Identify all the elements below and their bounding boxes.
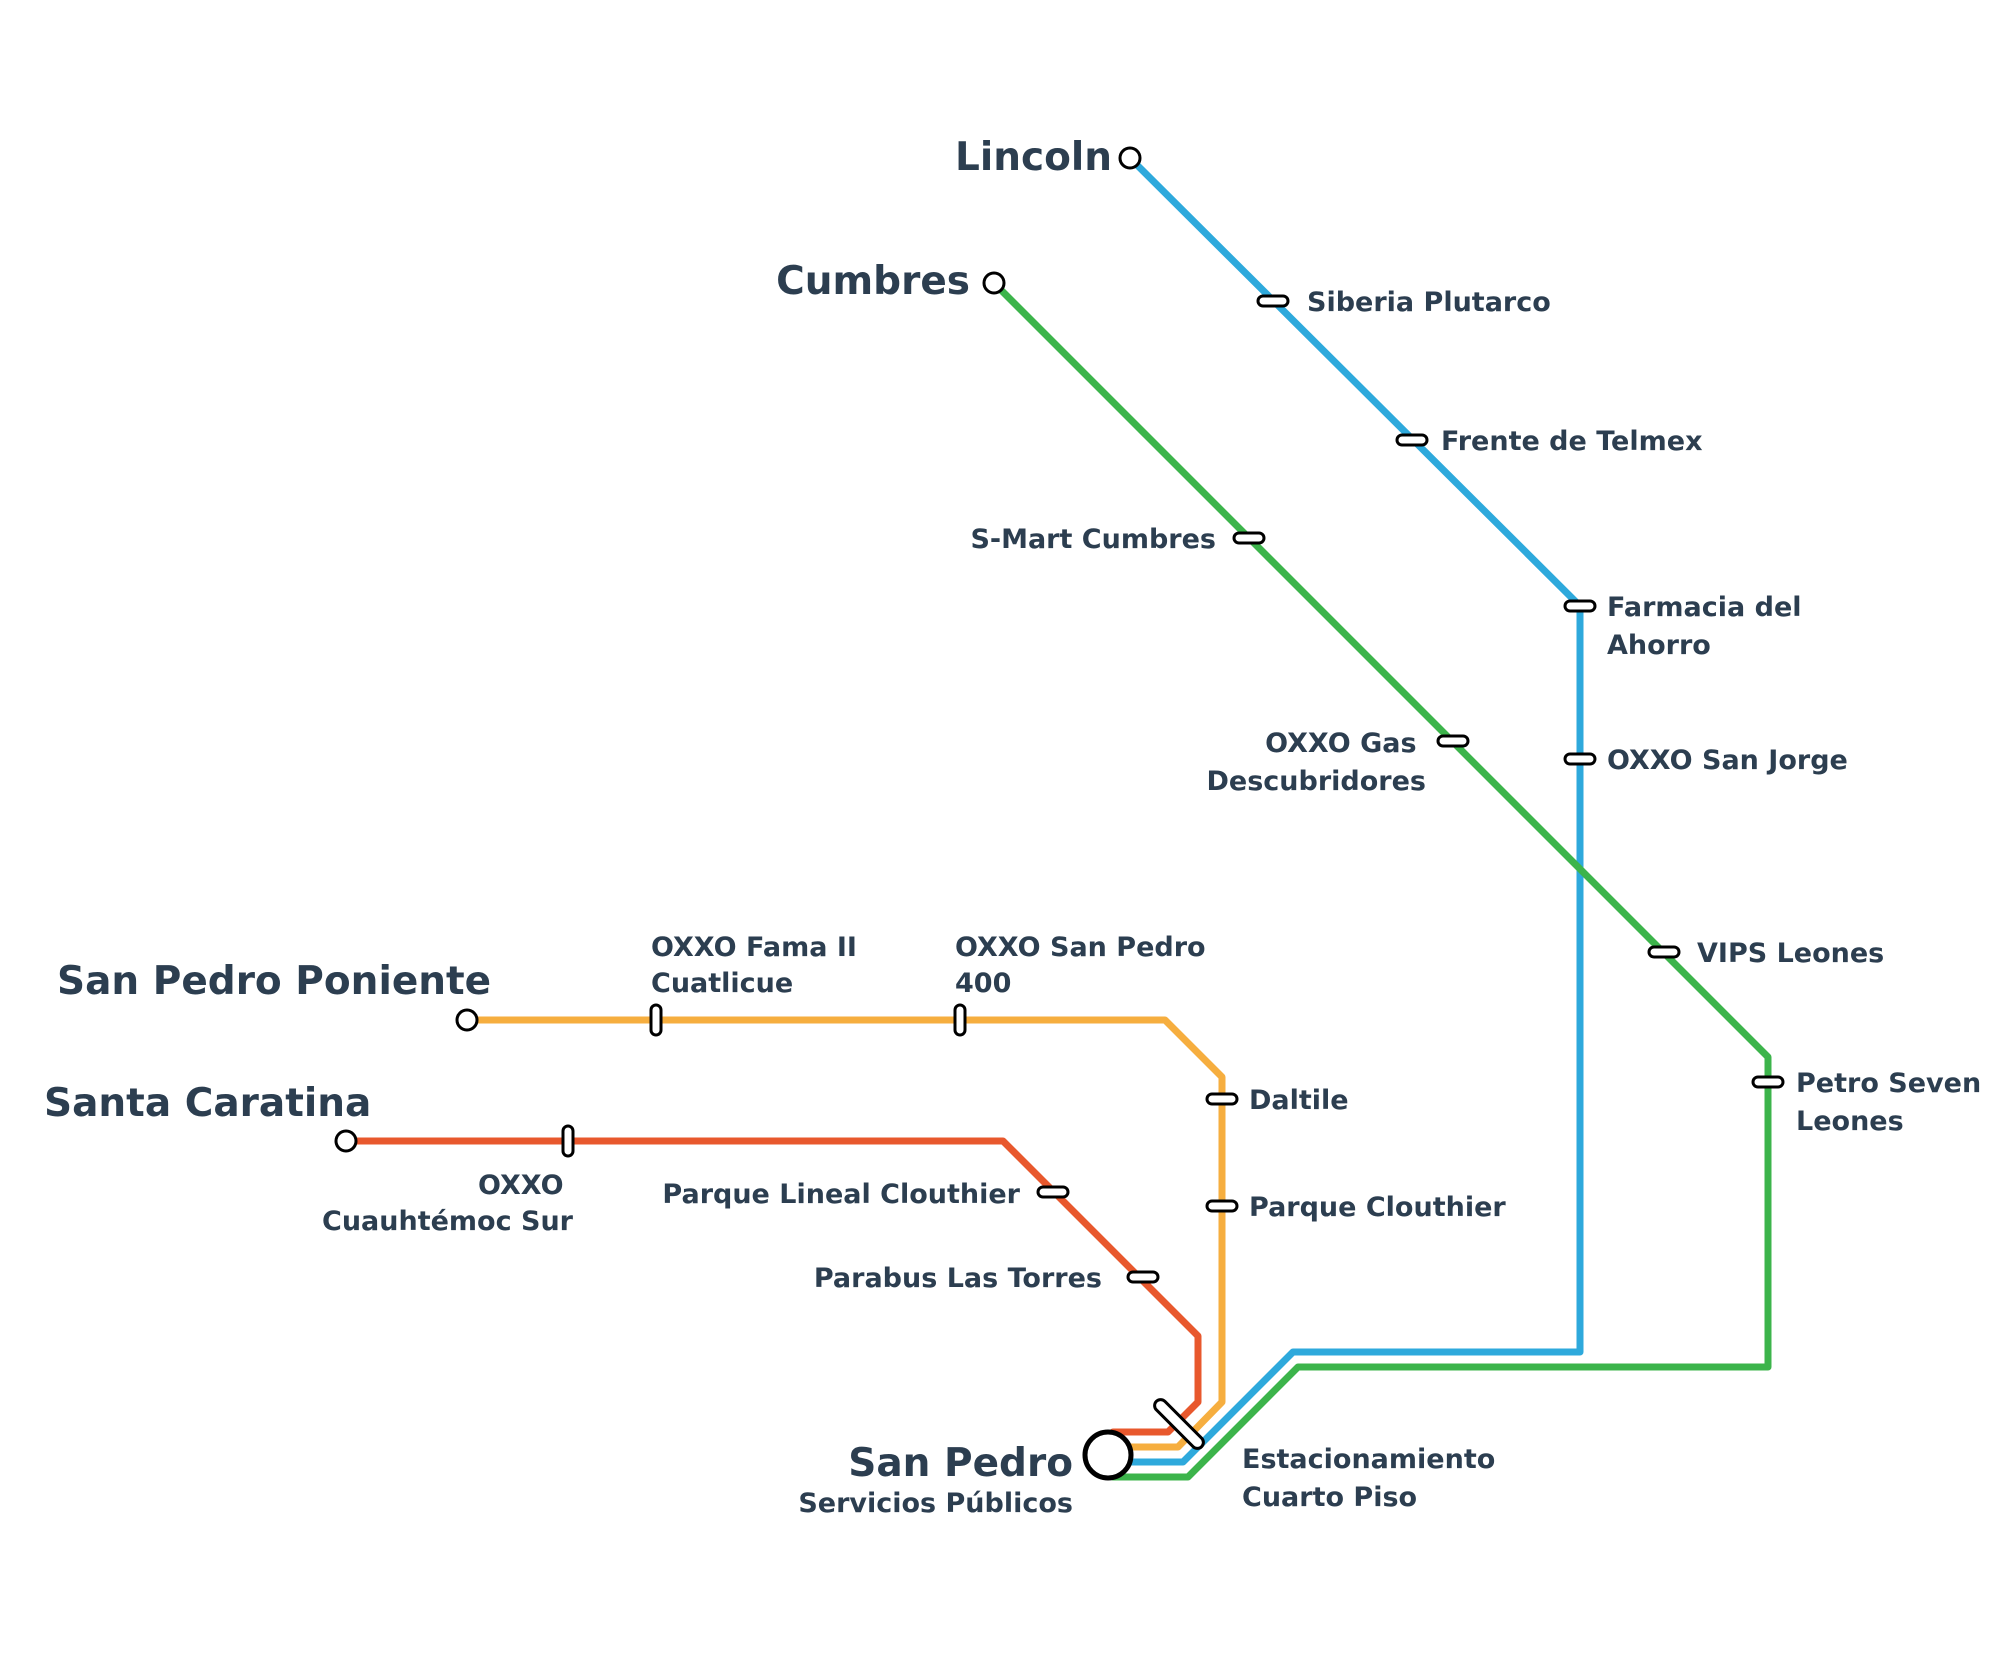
station-label-vips-leones: VIPS Leones xyxy=(1697,938,1884,969)
station-tick-oxxo-gas xyxy=(1436,734,1470,748)
station-label-s-mart-cumbres: S-Mart Cumbres xyxy=(970,524,1216,555)
station-tick-farmacia-ahorro xyxy=(1563,599,1597,613)
station-tick-oxxo-san-pedro xyxy=(953,1003,967,1037)
station-label-parque-lineal: Parque Lineal Clouthier xyxy=(662,1179,1020,1210)
station-tick-s-mart-cumbres xyxy=(1232,531,1266,545)
hub-sublabel-san-pedro: Servicios Públicos xyxy=(798,1488,1073,1519)
station-label-oxxo-san-jorge: OXXO San Jorge xyxy=(1607,745,1848,776)
station-label-farmacia-ahorro: Farmacia del Ahorro xyxy=(1607,592,1811,661)
terminal-marker-cumbres xyxy=(982,271,1006,295)
terminal-label-santa-caratina: Santa Caratina xyxy=(44,1081,371,1126)
station-tick-estacionamiento xyxy=(1153,1398,1205,1450)
station-label-petro-seven: Petro Seven Leones xyxy=(1796,1068,1991,1137)
station-tick-oxxo-fama xyxy=(649,1003,663,1037)
blue-route-line xyxy=(1109,154,1584,1466)
station-label-daltile: Daltile xyxy=(1249,1085,1349,1116)
station-tick-siberia-plutarco xyxy=(1256,294,1290,308)
terminal-marker-lincoln xyxy=(1118,146,1142,170)
station-label-oxxo-san-pedro: OXXO San Pedro 400 xyxy=(955,932,1215,999)
station-tick-oxxo-san-jorge xyxy=(1563,752,1597,766)
terminal-marker-santa-caratina xyxy=(334,1129,358,1153)
station-tick-petro-seven xyxy=(1751,1075,1785,1089)
station-label-oxxo-gas: OXXO Gas Descubridores xyxy=(1207,728,1427,797)
terminal-label-san-pedro-poniente: San Pedro Poniente xyxy=(57,959,491,1004)
terminal-label-cumbres: Cumbres xyxy=(776,259,970,304)
station-tick-vips-leones xyxy=(1647,945,1681,959)
terminal-marker-san-pedro-poniente xyxy=(455,1008,479,1032)
station-label-parabus: Parabus Las Torres xyxy=(814,1263,1102,1294)
station-label-frente-telmex: Frente de Telmex xyxy=(1441,426,1702,457)
station-label-parque-clouthier: Parque Clouthier xyxy=(1249,1192,1506,1223)
station-tick-parque-clouthier xyxy=(1205,1199,1239,1213)
orange-route-line xyxy=(463,1016,1226,1451)
hub-label-san-pedro: San Pedro xyxy=(848,1441,1073,1486)
station-label-siberia-plutarco: Siberia Plutarco xyxy=(1307,287,1551,318)
station-tick-parque-lineal xyxy=(1036,1185,1070,1199)
station-label-oxxo-cuauhtemoc: OXXO Cuauhtémoc Sur xyxy=(322,1170,574,1237)
station-tick-oxxo-cuauhtemoc xyxy=(561,1124,575,1158)
station-tick-frente-telmex xyxy=(1395,433,1429,447)
terminal-label-lincoln: Lincoln xyxy=(955,135,1112,180)
station-label-oxxo-fama: OXXO Fama II Cuatlicue xyxy=(651,932,866,999)
station-tick-daltile xyxy=(1205,1092,1239,1106)
red-route-line xyxy=(342,1137,1202,1436)
station-label-estacionamiento: Estacionamiento Cuarto Piso xyxy=(1242,1444,1505,1513)
station-tick-parabus xyxy=(1126,1270,1160,1284)
hub-marker-san-pedro xyxy=(1082,1429,1134,1481)
green-route-line xyxy=(990,279,1772,1481)
